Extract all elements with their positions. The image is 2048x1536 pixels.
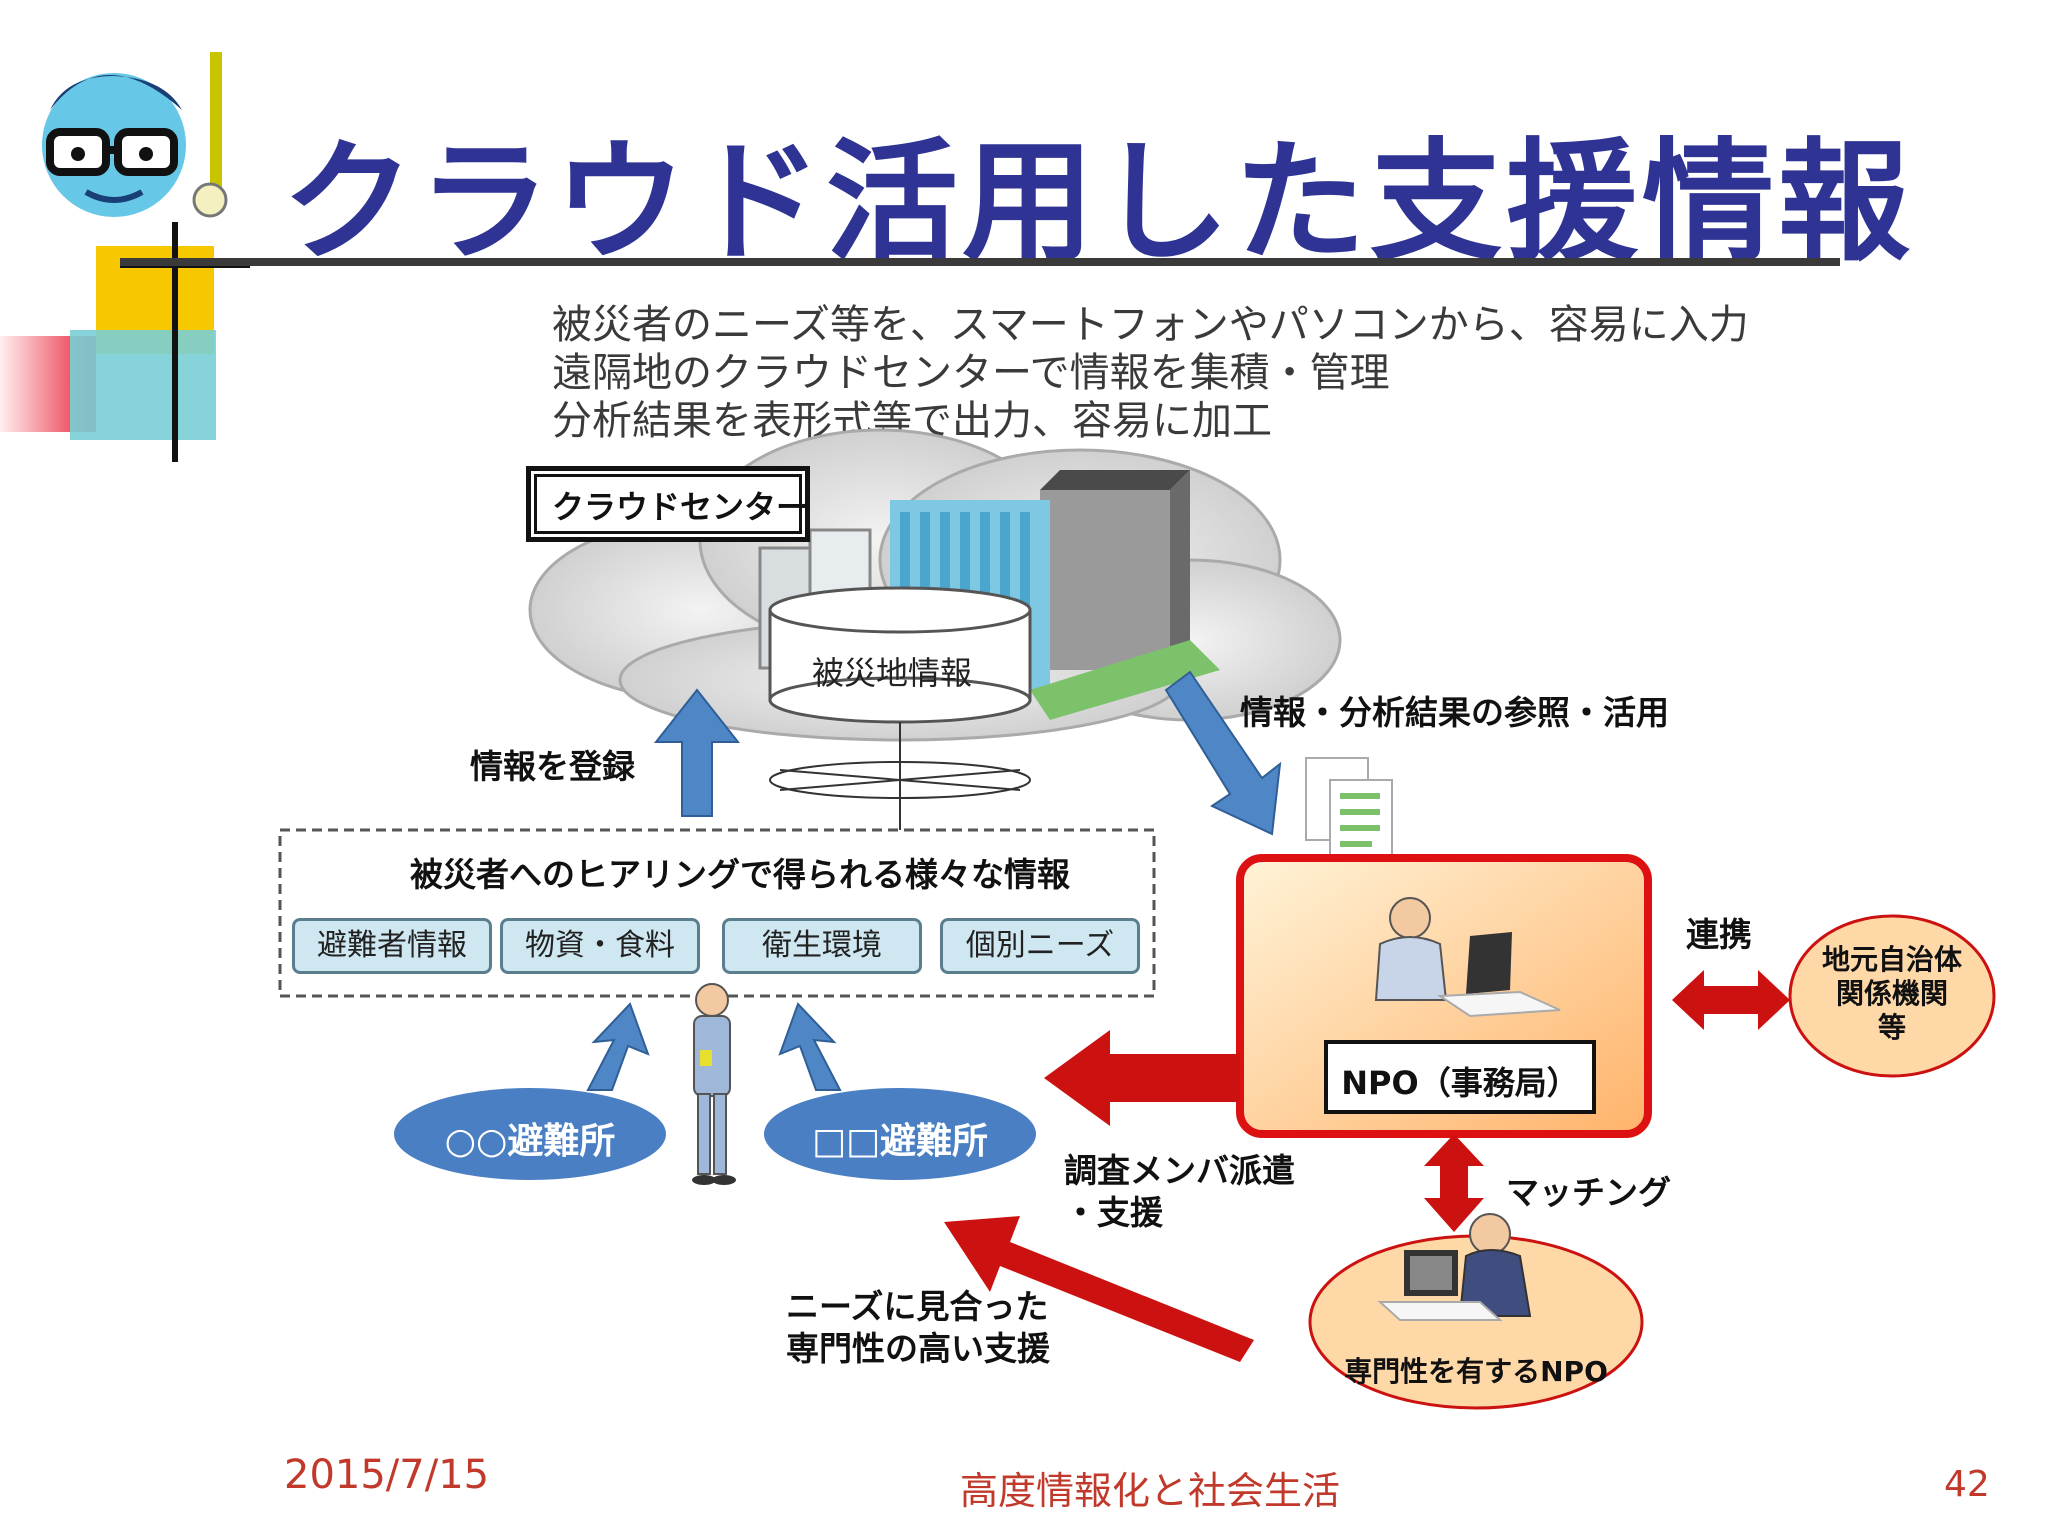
specialist-npo-label: 専門性を有するNPO [1344, 1355, 1608, 1388]
register-label: 情報を登録 [470, 747, 635, 786]
surveyor-person-icon [692, 983, 736, 1185]
description-line-2: 遠隔地のクラウドセンターで情報を集積・管理 [552, 350, 1390, 396]
shelter-1-label: ○○避難所 [444, 1121, 616, 1162]
reference-label: 情報・分析結果の参照・活用 [1240, 693, 1669, 732]
specialist-person-icon [1377, 1213, 1532, 1321]
reference-arrow [1164, 670, 1282, 836]
local-gov-label-2: 関係機関 [1835, 977, 1948, 1010]
npo-office-label: NPO（事務局） [1341, 1064, 1579, 1102]
decor-block-teal [70, 330, 216, 440]
cooperation-label: 連携 [1686, 915, 1752, 954]
local-gov-label-3: 等 [1877, 1011, 1906, 1044]
dispatch-label-1: 調査メンバ派遣 [1064, 1151, 1295, 1190]
page-number: 42 [1944, 1464, 1990, 1505]
network-node-icon [769, 722, 1031, 832]
dispatch-label-2: ・支援 [1064, 1193, 1163, 1232]
footer-date: 2015/7/15 [284, 1452, 490, 1498]
register-arrow-up [653, 688, 741, 817]
slide-title: クラウド活用した支援情報 [282, 126, 1914, 280]
cloud-center-label-box [526, 466, 810, 542]
local-gov-ellipse [1788, 914, 1996, 1078]
category-supplies-food: 物資・食料 [500, 918, 700, 974]
footer-course-title: 高度情報化と社会生活 [960, 1469, 1341, 1513]
support-label-1: ニーズに見合った [786, 1287, 1049, 1326]
matching-label: マッチング [1506, 1173, 1671, 1212]
decor-line-vertical [172, 222, 178, 462]
support-label-2: 専門性の高い支援 [786, 1329, 1050, 1368]
database-label: 被災地情報 [812, 654, 973, 692]
cloud-center-label: クラウドセンター [552, 488, 809, 526]
npo-office-label-box [1324, 1040, 1596, 1114]
title-underline [120, 258, 1840, 266]
mascot-teacher-icon [42, 52, 228, 218]
dispatch-arrow-left [1044, 1030, 1240, 1126]
matching-double-arrow [1424, 1134, 1484, 1232]
hearing-box-title: 被災者へのヒアリングで得られる様々な情報 [410, 855, 1070, 894]
report-documents-icon [1305, 757, 1393, 863]
shelter-2-label: □□避難所 [811, 1121, 989, 1162]
shelter-2-ellipse [764, 1088, 1036, 1180]
npo-staff-person-icon [1374, 897, 1561, 1018]
category-individual-needs: 個別ニーズ [940, 918, 1140, 974]
category-evacuee-info: 避難者情報 [292, 918, 492, 974]
category-sanitation: 衛生環境 [722, 918, 922, 974]
shelter-1-ellipse [394, 1088, 666, 1180]
description-line-1: 被災者のニーズ等を、スマートフォンやパソコンから、容易に入力 [552, 302, 1749, 348]
shelter-arrows [586, 1002, 842, 1091]
cooperation-double-arrow [1672, 970, 1790, 1030]
local-gov-label-1: 地元自治体 [1821, 943, 1962, 976]
support-arrow [944, 1216, 1254, 1362]
